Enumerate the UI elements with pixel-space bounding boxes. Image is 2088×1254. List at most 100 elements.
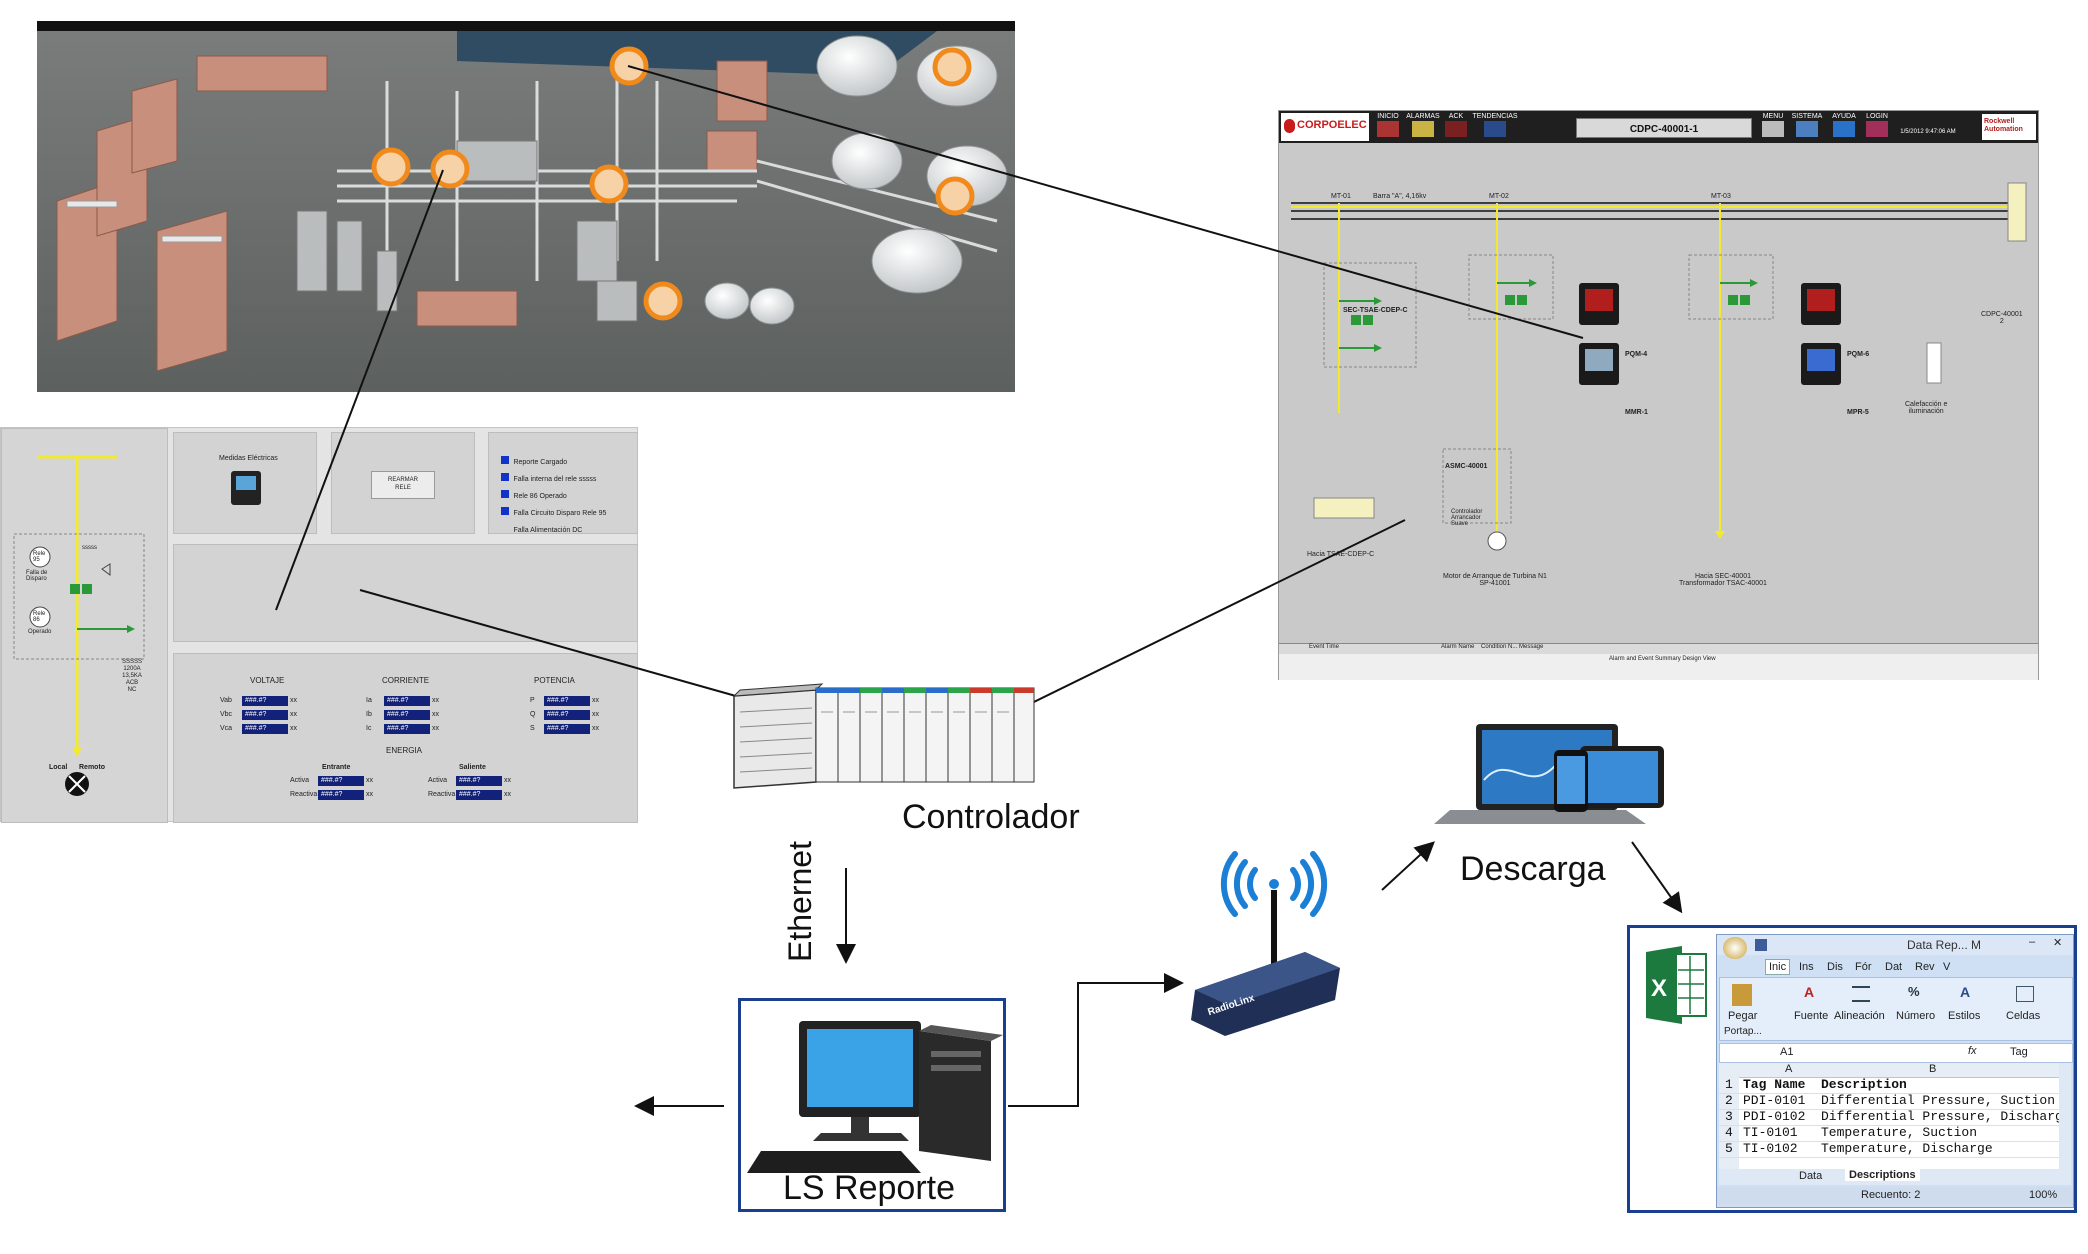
excel-logo-icon: X bbox=[1642, 942, 1710, 1028]
alarm-item: Falla Circuito Disparo Rele 95 bbox=[501, 502, 606, 519]
mt01-label: MT-01 bbox=[1331, 193, 1351, 200]
line-plant-to-leftpanel bbox=[275, 169, 444, 611]
meas-row: S###.#? xx bbox=[530, 724, 599, 734]
wireless-router: RadioLinx bbox=[1185, 840, 1345, 1036]
sheet-tab-data[interactable]: Data bbox=[1799, 1170, 1823, 1182]
menu-ack[interactable]: ACK bbox=[1443, 113, 1469, 138]
rearmar-panel: REARMAR RELE bbox=[331, 432, 475, 534]
meas-row: Ia###.#? xx bbox=[366, 696, 439, 706]
status-count: Recuento: 2 bbox=[1861, 1189, 1921, 1201]
controlador-arr-label: Controlador Arrancador Suave bbox=[1451, 509, 1483, 527]
formula-input[interactable]: Tag bbox=[2010, 1046, 2028, 1058]
table-row[interactable]: 5 TI-0102 Temperature, Discharge bbox=[1719, 1141, 2059, 1158]
alarm-item: Reporte Cargado bbox=[501, 451, 606, 468]
power-rows: P###.#? xx Q###.#? xx S###.#? xx bbox=[530, 694, 599, 736]
alarm-footer: Alarm and Event Summary Design View bbox=[1609, 656, 1716, 662]
relay86-sub: Operado bbox=[28, 629, 52, 635]
alarm-item: Falla Alimentación DC bbox=[501, 519, 606, 536]
pqm4-label[interactable]: PQM-4 bbox=[1625, 351, 1648, 358]
hmi-left-screen: Rele 95 Falla de Disparo Rele 86 Operado… bbox=[0, 427, 638, 823]
alarm-summary[interactable]: Event Time Alarm Name Condition N... Mes… bbox=[1279, 643, 2038, 680]
table-row[interactable]: 2 PDI-0101 Differential Pressure, Suctio… bbox=[1719, 1093, 2059, 1110]
group-alineacion[interactable]: Alineación bbox=[1834, 1010, 1885, 1022]
alarm-list: Reporte Cargado Falla interna del rele s… bbox=[501, 451, 606, 536]
col-header-a[interactable]: A bbox=[1785, 1063, 1793, 1075]
sheet-grid: A B 1 Tag Name Description 2 PDI-0101 Di… bbox=[1719, 1063, 2071, 1169]
tab-datos[interactable]: Dat bbox=[1885, 961, 1903, 973]
ribbon: Pegar Portap... A Fuente Alineación % Nú… bbox=[1719, 977, 2073, 1041]
desktop-pc-icon bbox=[747, 1021, 1003, 1173]
tab-formulas[interactable]: Fór bbox=[1855, 961, 1872, 973]
tab-inicio[interactable]: Inic bbox=[1765, 959, 1791, 975]
col-header-b[interactable]: B bbox=[1929, 1063, 1937, 1075]
excel-window: Data Rep... M – ✕ Inic Ins Dis Fór Dat R… bbox=[1716, 934, 2074, 1208]
meas-row: Vab###.#? xx bbox=[220, 696, 297, 706]
meas-row: Vbc###.#? xx bbox=[220, 710, 297, 720]
energy-out-rows: Activa###.#? xx Reactiva###.#? xx bbox=[428, 774, 511, 802]
tab-vista[interactable]: V bbox=[1943, 961, 1951, 973]
table-row[interactable]: 4 TI-0101 Temperature, Suction bbox=[1719, 1125, 2059, 1142]
menu-sistema[interactable]: SISTEMA bbox=[1789, 113, 1825, 138]
one-line-diagram bbox=[1291, 182, 2027, 551]
name-box[interactable]: A1 bbox=[1780, 1046, 1794, 1058]
office-button[interactable] bbox=[1723, 937, 1747, 959]
menu-inicio[interactable]: INICIO bbox=[1375, 113, 1401, 138]
group-numero[interactable]: Número bbox=[1896, 1010, 1936, 1022]
energia-heading: ENERGIA bbox=[386, 746, 423, 755]
save-icon[interactable] bbox=[1755, 939, 1767, 951]
group-celdas[interactable]: Celdas bbox=[2006, 1010, 2041, 1022]
font-icon: A bbox=[1804, 984, 1815, 1000]
mmr1-label[interactable]: MMR-1 bbox=[1625, 409, 1648, 416]
tab-insertar[interactable]: Ins bbox=[1799, 961, 1814, 973]
alarm-led-icon bbox=[501, 489, 509, 498]
meas-row: Ib###.#? xx bbox=[366, 710, 439, 720]
current-rows: Ia###.#? xx Ib###.#? xx Ic###.#? xx bbox=[366, 694, 439, 736]
medidas-panel[interactable]: Medidas Eléctricas bbox=[173, 432, 317, 534]
close-icon[interactable]: ✕ bbox=[2053, 937, 2063, 949]
menu-tendencias[interactable]: TENDENCIAS bbox=[1471, 113, 1519, 138]
minimize-icon[interactable]: – bbox=[2029, 936, 2036, 948]
tab-diseno[interactable]: Dis bbox=[1827, 961, 1843, 973]
alarm-col: Alarm Name bbox=[1441, 644, 1475, 650]
menu-menu[interactable]: MENU bbox=[1759, 113, 1787, 138]
pqm6-label[interactable]: PQM-6 bbox=[1847, 351, 1870, 358]
asmc-label[interactable]: ASMC-40001 bbox=[1445, 463, 1488, 470]
group-estilos[interactable]: Estilos bbox=[1948, 1010, 1981, 1022]
hmi-date: 1/5/2012 9:47:06 AM bbox=[1900, 129, 1956, 135]
alarm-text: Falla Alimentación DC bbox=[513, 527, 583, 534]
group-pegar[interactable]: Pegar bbox=[1728, 1010, 1758, 1022]
meas-row: Activa###.#? xx bbox=[428, 776, 511, 786]
alarm-header: Event Time Alarm Name Condition N... Mes… bbox=[1279, 644, 2038, 654]
group-fuente[interactable]: Fuente bbox=[1794, 1010, 1829, 1022]
menu-login[interactable]: LOGIN bbox=[1863, 113, 1891, 138]
table-row[interactable]: 1 Tag Name Description bbox=[1719, 1077, 2059, 1094]
logo-mark-icon bbox=[1284, 119, 1295, 133]
plc-controller bbox=[726, 682, 1036, 794]
zoom-level[interactable]: 100% bbox=[2029, 1189, 2058, 1201]
devices-graphic bbox=[1434, 724, 1664, 824]
menu-ayuda[interactable]: AYUDA bbox=[1827, 113, 1861, 138]
ethernet-label: Ethernet bbox=[782, 841, 818, 962]
single-line-diagram bbox=[13, 455, 145, 796]
portapapeles-label: Portap... bbox=[1724, 1026, 1762, 1037]
alarm-col: Event Time bbox=[1309, 644, 1340, 650]
sec-label[interactable]: SEC-TSAE-CDEP-C bbox=[1343, 307, 1408, 314]
meas-row: Ic###.#? xx bbox=[366, 724, 439, 734]
entrante-heading: Entrante bbox=[322, 764, 351, 771]
alarm-text: Reporte Cargado bbox=[513, 459, 568, 466]
percent-icon: % bbox=[1908, 984, 1920, 999]
rearmar-button[interactable]: REARMAR RELE bbox=[371, 471, 435, 499]
bell-icon bbox=[1412, 121, 1434, 137]
meas-row: Q###.#? xx bbox=[530, 710, 599, 720]
arrow-router-to-devices bbox=[1381, 841, 1435, 891]
mpr5-label[interactable]: MPR-5 bbox=[1847, 409, 1869, 416]
alarm-text: Rele 86 Operado bbox=[513, 493, 567, 500]
vertical-scrollbar[interactable] bbox=[2059, 1063, 2071, 1169]
sheet-tabs: Data Descriptions bbox=[1719, 1169, 2071, 1185]
excel-title: Data Rep... M bbox=[1907, 938, 1982, 952]
tab-revisar[interactable]: Rev bbox=[1915, 961, 1935, 973]
sheet-tab-descriptions[interactable]: Descriptions bbox=[1845, 1169, 1920, 1181]
table-row[interactable]: 3 PDI-0102 Differential Pressure, Discha… bbox=[1719, 1109, 2071, 1126]
menu-alarmas[interactable]: ALARMAS bbox=[1405, 113, 1441, 138]
relay95-sub: Falla de Disparo bbox=[26, 570, 48, 582]
